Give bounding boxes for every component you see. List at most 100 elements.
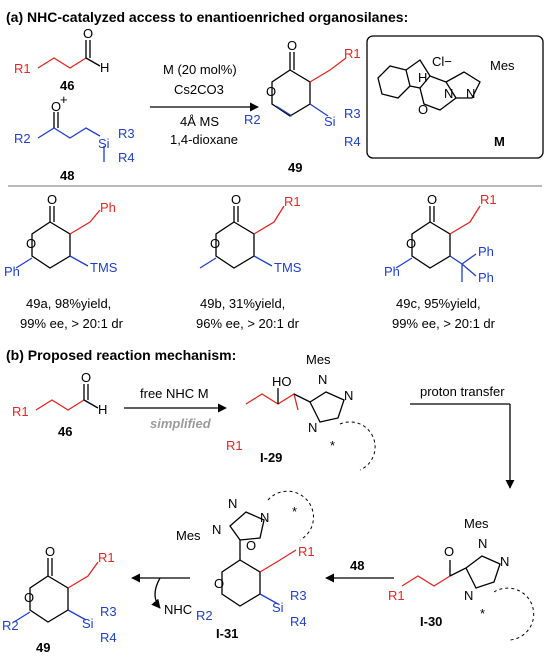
product-49: O O R2 Si R3 R4 R1 49 [244,38,361,175]
svg-text:R3: R3 [100,604,117,619]
product-49c: O O R1 Ph Ph Ph [384,192,497,285]
svg-text:O: O [47,192,57,207]
product-49b-result: 49b, 31%yield, [200,296,285,311]
product-49c-selectivity: 99% ee, > 20:1 dr [392,316,496,331]
svg-text:N: N [260,510,269,525]
svg-text:R3: R3 [118,126,135,141]
svg-text:46: 46 [58,424,72,439]
svg-text:Ph: Ph [100,200,116,215]
chloride-label: Cl− [432,54,452,69]
step-3-label: 48 [350,558,364,573]
svg-text:H: H [98,402,107,417]
enone-silane-48: O R2 Si R3 R4 48 [14,99,135,183]
step-1-label: free NHC M [140,386,209,401]
mechanism-product-49: O O R1 Si R3 R4 R2 49 [2,544,117,655]
svg-text:R1: R1 [12,404,29,419]
svg-text:O: O [210,236,220,251]
product-49a-selectivity: 99% ee, > 20:1 dr [20,316,124,331]
svg-text:Si: Si [324,114,336,129]
svg-text:R1: R1 [284,194,301,209]
svg-text:Ph: Ph [478,244,494,259]
intermediate-i-30-label: I-30 [420,614,442,629]
svg-text:R1: R1 [388,588,405,603]
svg-text:O: O [214,576,224,591]
catalyst-m-box: H N N O Cl− Mes M [366,35,544,159]
svg-text:R4: R4 [100,630,117,645]
r1-label: R1 [14,61,31,76]
condition-1: M (20 mol%) [163,62,237,77]
svg-text:R4: R4 [290,614,307,629]
svg-text:N: N [464,588,473,603]
svg-text:R1: R1 [480,192,497,207]
intermediate-i-31: O O N N N Mes Si R3 R4 R2 R1 I-31 * [176,490,315,641]
svg-text:N: N [478,536,487,551]
product-49a: O O Ph TMS Ph [4,192,118,279]
svg-text:O: O [427,192,437,207]
svg-text:HO: HO [272,374,292,389]
svg-text:O: O [231,192,241,207]
product-49a-result: 49a, 98%yield, [26,296,111,311]
svg-text:N: N [308,420,317,435]
intermediate-i-29-label: I-29 [260,450,282,465]
intermediate-i-30: O N N N Mes R1 I-30 * [388,516,535,641]
svg-text:O: O [287,38,297,53]
compound-48-label: 48 [60,168,74,183]
svg-text:R4: R4 [344,134,361,149]
svg-text:H: H [418,70,427,85]
svg-text:N: N [466,86,475,101]
svg-text:R3: R3 [290,588,307,603]
svg-text:N: N [228,496,237,511]
svg-text:R2: R2 [14,131,31,146]
svg-text:R1: R1 [226,438,243,453]
svg-text:TMS: TMS [90,260,118,275]
svg-text:O: O [51,99,61,114]
svg-text:O: O [246,538,256,553]
svg-text:O: O [418,102,428,117]
svg-text:O: O [24,590,34,605]
svg-text:O: O [266,84,276,99]
svg-text:R1: R1 [344,46,361,61]
svg-text:R1: R1 [98,550,115,565]
svg-text:N: N [344,388,353,403]
svg-text:R2: R2 [196,608,213,623]
intermediate-i-31-label: I-31 [216,626,238,641]
svg-text:Si: Si [272,600,284,615]
compound-49-label: 49 [288,160,302,175]
svg-text:Si: Si [98,136,110,151]
product-49c-result: 49c, 95%yield, [396,296,481,311]
svg-text:N: N [500,554,509,569]
intermediate-i-29: HO N N N Mes R1 I-29 * [226,352,376,471]
nhc-release-arrow [151,577,161,609]
svg-text:*: * [330,438,335,453]
svg-text:O: O [45,544,55,559]
step-2-label: proton transfer [420,384,505,399]
svg-text:Mes: Mes [306,352,331,367]
product-49b: O O R1 TMS [199,192,302,275]
svg-text:R4: R4 [118,150,135,165]
plus-sign: + [60,92,68,107]
step-1-sublabel: simplified [150,416,212,431]
svg-text:O: O [444,544,454,559]
svg-text:O: O [81,370,91,385]
svg-text:N: N [318,372,327,387]
section-b-header: (b) Proposed reaction mechanism: [6,347,236,363]
svg-text:O: O [26,236,36,251]
product-49b-selectivity: 96% ee, > 20:1 dr [196,316,300,331]
svg-text:Mes: Mes [464,516,489,531]
aldehyde-46: O H R1 46 [14,26,109,93]
svg-text:TMS: TMS [274,260,302,275]
svg-text:R1: R1 [298,544,315,559]
reaction-conditions: M (20 mol%) Cs2CO3 4Å MS 1,4-dioxane [150,62,259,147]
compound-46-label: 46 [60,78,74,93]
svg-text:Ph: Ph [384,264,400,279]
mechanism-aldehyde-46: O H R1 46 [12,370,107,439]
oxygen-label: O [83,26,93,41]
svg-text:R2: R2 [2,618,19,633]
svg-text:O: O [406,236,416,251]
svg-text:*: * [480,606,485,621]
svg-text:R3: R3 [344,106,361,121]
svg-text:H: H [100,60,109,75]
svg-text:Ph: Ph [478,270,494,285]
svg-text:N: N [444,86,453,101]
